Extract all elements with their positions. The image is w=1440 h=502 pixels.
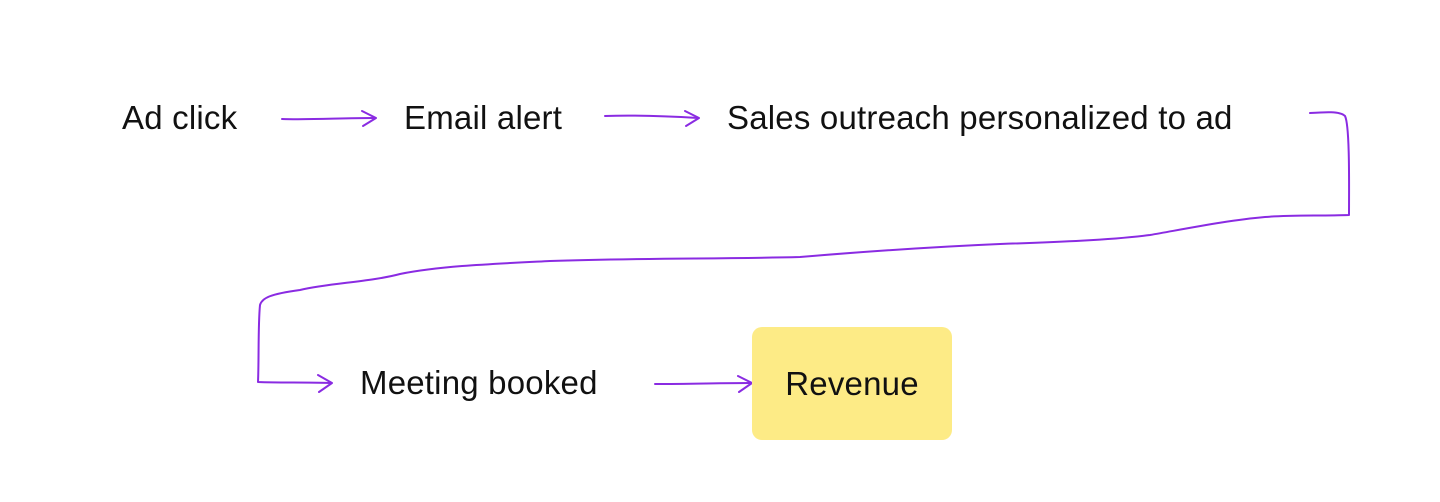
node-email-alert: Email alert [404, 101, 562, 134]
arrow-sales-outreach-to-meeting-booked [257, 111, 1351, 384]
node-ad-click-label: Ad click [122, 99, 238, 136]
node-meeting-booked: Meeting booked [360, 366, 598, 399]
node-sales-outreach: Sales outreach personalized to ad [727, 101, 1233, 134]
node-revenue: Revenue [752, 327, 952, 440]
node-ad-click: Ad click [122, 101, 237, 134]
arrowhead-email-alert [361, 110, 377, 127]
node-email-alert-label: Email alert [404, 99, 563, 136]
node-meeting-booked-label: Meeting booked [360, 364, 598, 401]
arrowhead-meeting-booked [317, 374, 333, 393]
arrow-ad-click-to-email-alert [281, 117, 375, 121]
node-revenue-label: Revenue [785, 365, 919, 402]
arrowhead-sales-outreach [684, 110, 700, 127]
arrow-email-alert-to-sales-outreach [604, 114, 699, 119]
node-sales-outreach-label: Sales outreach personalized to ad [727, 99, 1233, 136]
arrow-meeting-booked-to-revenue [654, 382, 751, 385]
